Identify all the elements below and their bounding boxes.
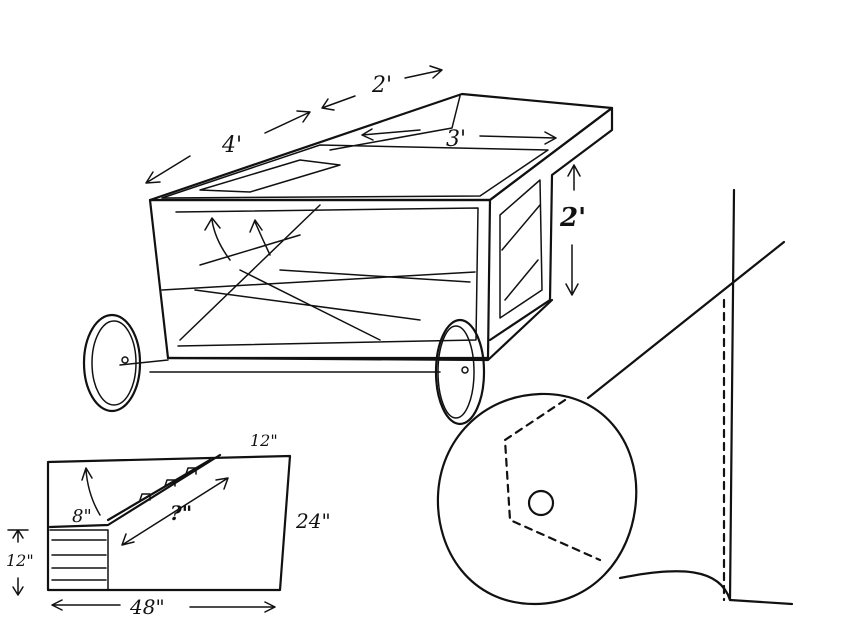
cart-left-wheel bbox=[82, 313, 142, 413]
cart-axle bbox=[119, 359, 441, 373]
dimension-arrow-3ft-right bbox=[479, 131, 557, 145]
dimension-arrow-2ft-vertical bbox=[565, 164, 581, 296]
dimension-arrow-2ft-right bbox=[404, 65, 443, 79]
detail-diagonal-arrow bbox=[121, 477, 229, 546]
label-12in-side: 12" bbox=[6, 551, 34, 570]
cart-right-wheel bbox=[434, 318, 486, 426]
label-48in: 48" bbox=[129, 595, 165, 619]
label-3ft: 3' bbox=[446, 127, 466, 152]
label-12in-top: 12" bbox=[250, 431, 278, 450]
label-unknown-inches: ?" bbox=[170, 501, 192, 525]
label-8in: 8" bbox=[72, 506, 92, 527]
label-2ft-top: 2' bbox=[371, 73, 392, 98]
cart-front-face bbox=[148, 198, 492, 360]
cart-lift-arrow-2 bbox=[249, 219, 271, 256]
cart-shelf-back bbox=[279, 269, 471, 283]
detail-ramp bbox=[48, 453, 222, 529]
wheel-detail-drawing bbox=[436, 188, 794, 606]
detail-48in-arrow bbox=[51, 599, 276, 613]
dimension-arrow-2ft-left bbox=[321, 95, 356, 111]
detail-box-outline bbox=[46, 454, 292, 592]
detail-section-drawing bbox=[7, 453, 292, 613]
detail-steps bbox=[139, 467, 197, 501]
detail-ramp-line bbox=[586, 240, 786, 400]
label-24in: 24" bbox=[295, 509, 331, 533]
label-2ft-height: 2' bbox=[559, 203, 586, 233]
cart-top-inner-frame bbox=[161, 144, 549, 199]
cart-top-rail bbox=[329, 95, 461, 151]
dimension-arrows bbox=[145, 65, 581, 296]
cart-top-panel bbox=[199, 159, 341, 193]
dimension-arrow-4ft-left bbox=[145, 155, 191, 184]
dimension-arrow-4ft-right bbox=[264, 110, 311, 134]
cart-side-brace bbox=[501, 204, 541, 301]
cart-front-brace bbox=[179, 204, 421, 341]
detail-wall-post bbox=[728, 188, 736, 602]
cart-drawing bbox=[82, 92, 614, 426]
detail-floor-line bbox=[618, 570, 794, 606]
detail-large-wheel bbox=[436, 392, 638, 606]
dimension-arrow-3ft-left bbox=[361, 128, 421, 141]
detail-12in-side-arrow bbox=[7, 529, 29, 596]
cart-front-inner-frame bbox=[175, 207, 479, 347]
cart-middle-shelf bbox=[161, 271, 476, 291]
detail-angle-arrow bbox=[81, 467, 101, 516]
cart-lift-arrow-1 bbox=[204, 217, 231, 261]
detail-wheel-hub bbox=[527, 489, 555, 517]
label-4ft: 4' bbox=[221, 133, 242, 158]
detail-wheel-bracket bbox=[503, 398, 602, 562]
cart-side-panel bbox=[499, 179, 543, 319]
cart-side-face bbox=[488, 106, 614, 342]
detail-stack-box bbox=[49, 529, 109, 591]
cart-bottom-rail bbox=[166, 298, 554, 362]
